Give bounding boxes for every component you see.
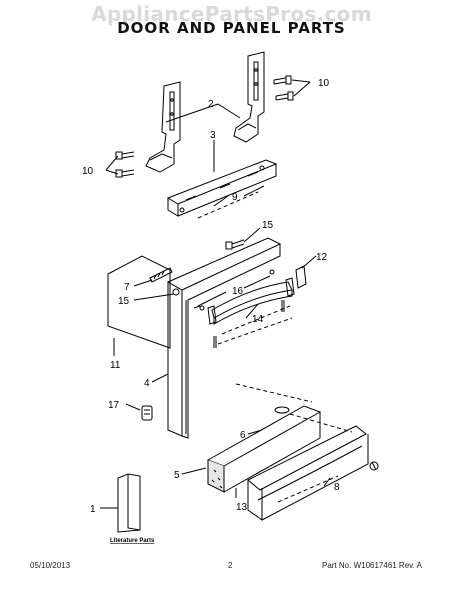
door-panel	[166, 237, 290, 439]
hinge-left	[145, 81, 181, 173]
callout-15-left: 15	[118, 296, 130, 307]
footer-part-number: Part No. W10617461 Rev. A	[322, 561, 422, 570]
screw-top	[225, 239, 245, 250]
callout-10-right: 10	[318, 78, 330, 89]
page-title: DOOR AND PANEL PARTS	[117, 19, 346, 37]
callout-16: 16	[232, 286, 244, 297]
hinge-screws-right	[273, 75, 294, 101]
hinge-screws-left	[115, 151, 135, 178]
watermark: AppliancePartsPros.com	[91, 2, 372, 26]
latch	[141, 405, 153, 421]
footer-date: 05/10/2013	[30, 561, 71, 570]
leader-lines	[100, 79, 331, 509]
footer-page-number: 2	[228, 561, 233, 570]
callout-5: 5	[174, 470, 180, 481]
insulation-sheet	[107, 255, 171, 349]
literature-label: Literature Parts	[110, 538, 155, 544]
callout-7: 7	[124, 282, 130, 293]
screw-left	[172, 288, 180, 296]
callout-2: 2	[208, 99, 214, 110]
callout-13: 13	[236, 502, 248, 513]
handle-screws	[193, 269, 285, 348]
callout-17: 17	[108, 400, 120, 411]
callout-6: 6	[240, 430, 246, 441]
hinge-right	[233, 51, 265, 143]
callout-4: 4	[144, 378, 150, 389]
gasket	[149, 267, 173, 283]
alignment-lines	[197, 191, 353, 503]
callout-14: 14	[252, 314, 264, 325]
callout-11: 11	[110, 360, 121, 371]
foam-block	[206, 405, 322, 493]
hinge-bracket-rail	[166, 159, 278, 217]
callout-12: 12	[316, 252, 328, 263]
callout-8: 8	[334, 482, 340, 493]
door-handle	[207, 265, 307, 325]
callout-1: 1	[90, 504, 96, 515]
toe-kick-panel	[247, 425, 379, 521]
callout-3: 3	[210, 130, 216, 141]
literature-booklet	[117, 473, 141, 533]
callout-9: 9	[232, 192, 238, 203]
callout-10-left: 10	[82, 166, 94, 177]
callout-15-top: 15	[262, 220, 274, 231]
